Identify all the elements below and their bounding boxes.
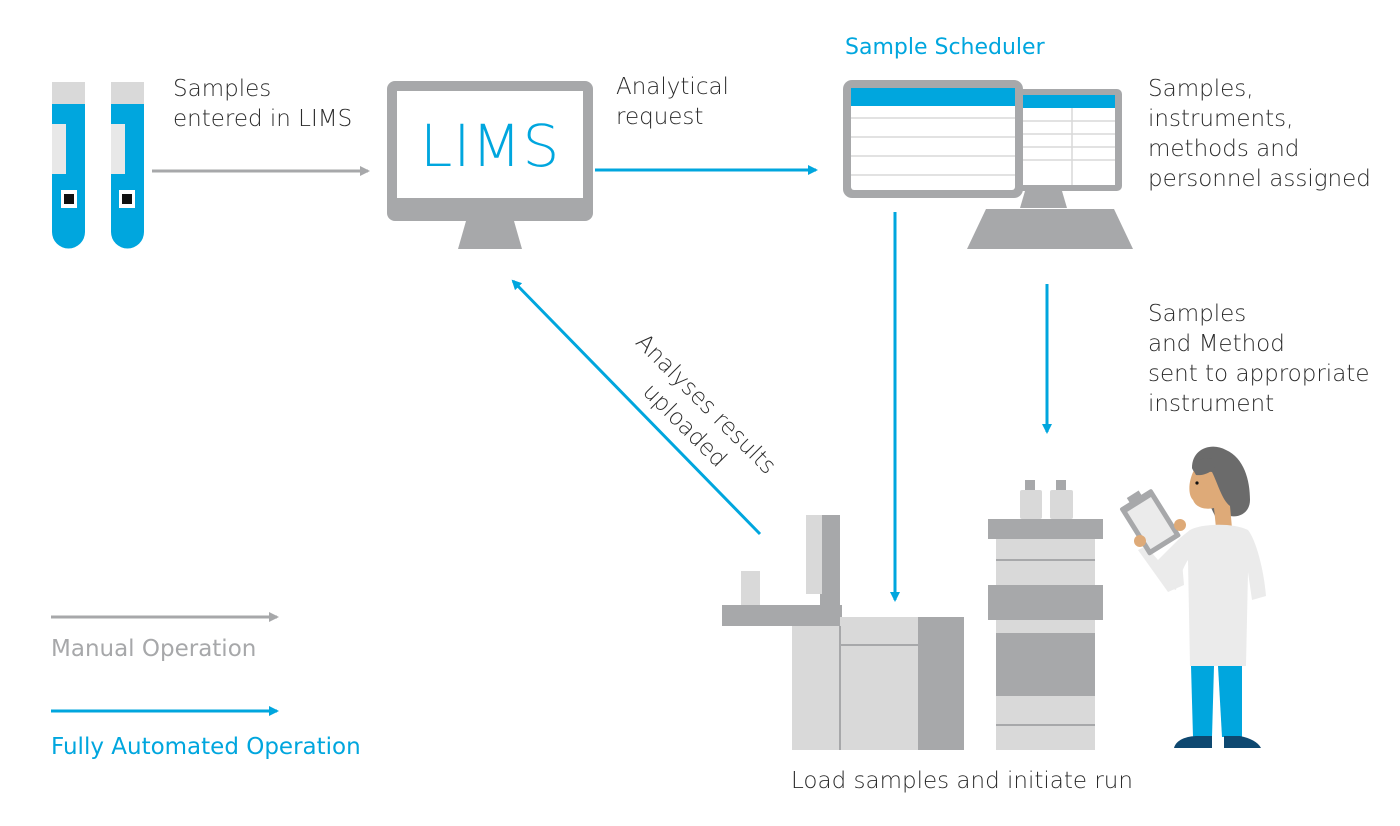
autosampler-icon bbox=[722, 515, 964, 750]
label-samples-entered: Samples entered in LIMS bbox=[173, 76, 353, 132]
legend-manual-label: Manual Operation bbox=[51, 636, 257, 662]
scheduler-title: Sample Scheduler bbox=[845, 35, 1045, 60]
lab-technician-icon bbox=[1120, 446, 1266, 748]
test-tubes-icon bbox=[52, 82, 144, 249]
label-personnel-assigned: Samples, instruments, methods and person… bbox=[1148, 76, 1371, 192]
legend-automated-label: Fully Automated Operation bbox=[51, 734, 361, 760]
test-tube bbox=[111, 82, 144, 249]
test-tube bbox=[52, 82, 85, 249]
monitor-icon bbox=[387, 81, 593, 249]
arrow-results-to-lims bbox=[511, 279, 762, 536]
label-sent-to-instrument: Samples and Method sent to appropriate i… bbox=[1148, 301, 1370, 417]
lims-screen-text: LIMS bbox=[420, 112, 561, 180]
label-analytical-request: Analytical request bbox=[616, 74, 729, 130]
dual-monitor-scheduler-icon bbox=[843, 80, 1133, 249]
lab-instrument-icon bbox=[988, 480, 1103, 750]
label-load-samples: Load samples and initiate run bbox=[791, 768, 1133, 794]
